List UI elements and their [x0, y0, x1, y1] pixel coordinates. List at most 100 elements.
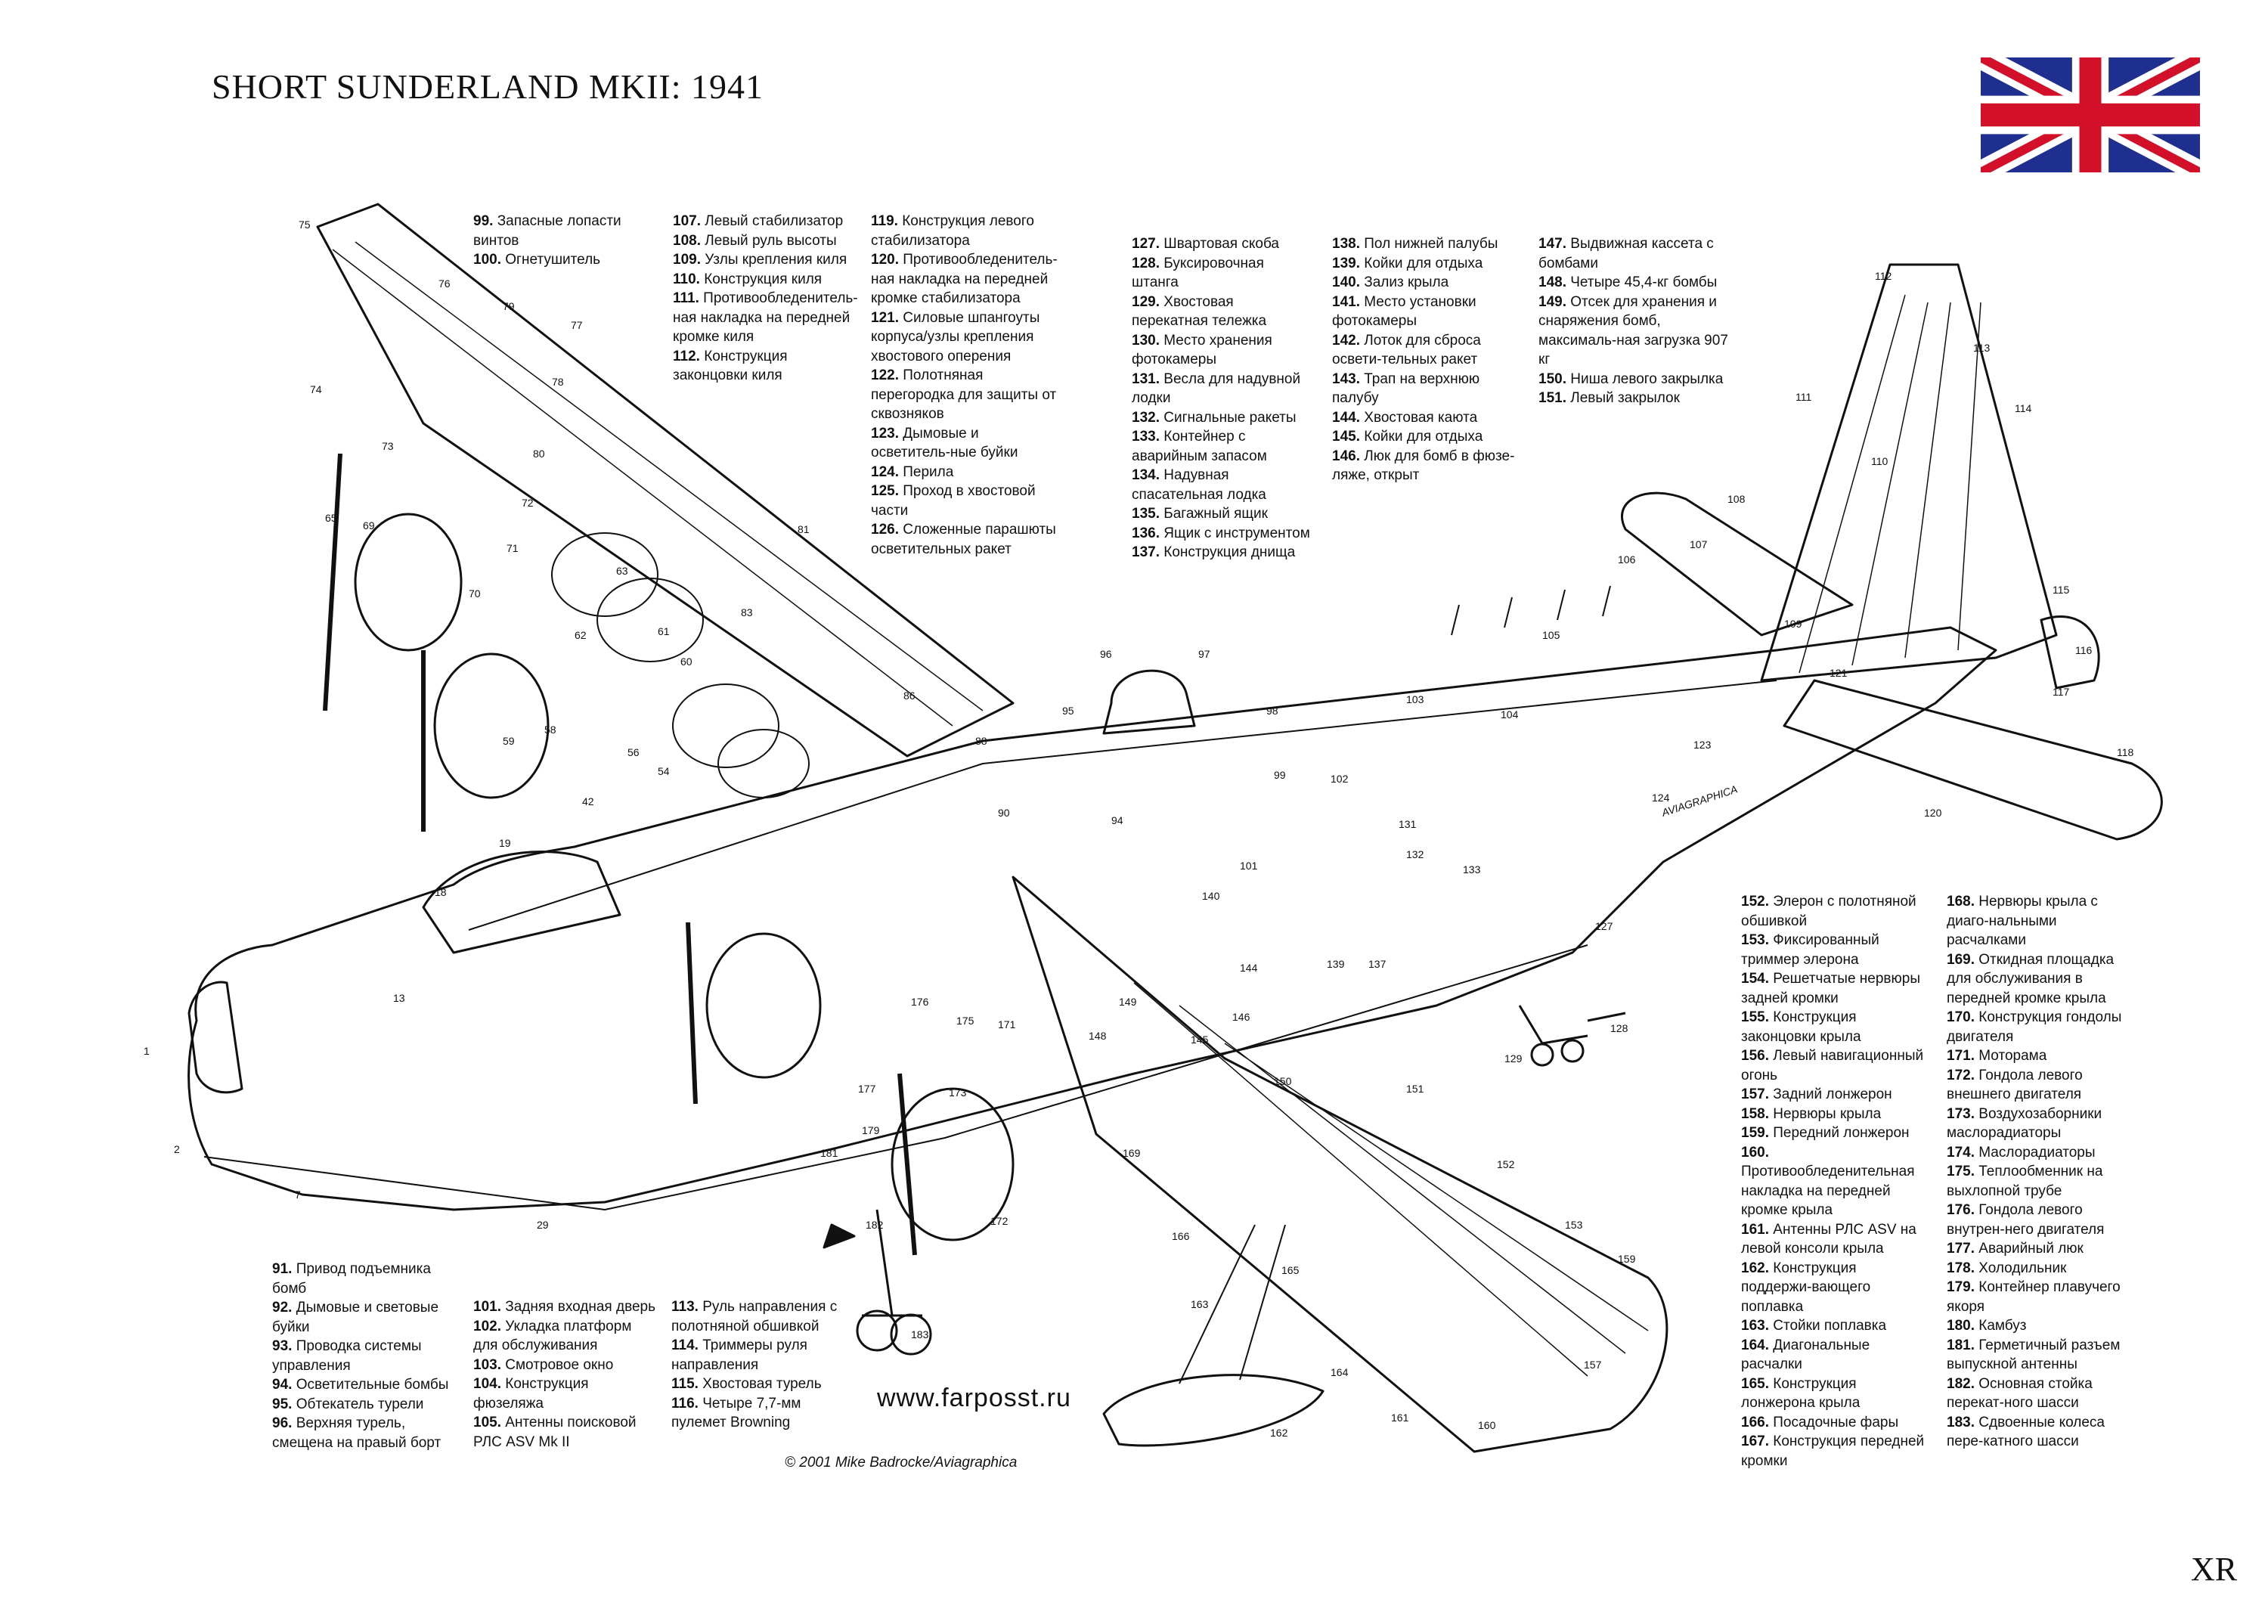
- legend-item-text: Левый закрылок: [1570, 390, 1680, 406]
- callout-number: 103: [1406, 693, 1424, 705]
- legend-item: 99. Запасные лопасти винтов: [473, 212, 655, 250]
- legend-item-number: 181.: [1947, 1337, 1979, 1353]
- callout-number: 116: [2075, 644, 2093, 656]
- callout-number: 94: [1111, 814, 1123, 826]
- callout-number: 58: [544, 724, 556, 736]
- callout-number: 166: [1172, 1230, 1190, 1242]
- legend-item-text: Выдвижная кассета с бомбами: [1538, 236, 1714, 271]
- legend-item: 133. Контейнер с аварийным запасом: [1132, 427, 1313, 466]
- callout-number: 148: [1089, 1030, 1107, 1042]
- legend-item: 136. Ящик с инструментом: [1132, 524, 1313, 544]
- legend-item: 132. Сигнальные ракеты: [1132, 408, 1313, 428]
- callout-number: 104: [1501, 708, 1519, 721]
- copyright-note: © 2001 Mike Badrocke/Aviagraphica: [785, 1455, 1018, 1471]
- engine-nacelle-1: [354, 513, 463, 652]
- legend-item: 170. Конструкция гондолы двигателя: [1947, 1008, 2139, 1046]
- legend-item: 135. Багажный ящик: [1132, 504, 1313, 524]
- legend-item: 122. Полотняная перегородка для защиты о…: [871, 366, 1060, 424]
- legend-item: 108. Левый руль высоты: [673, 231, 862, 251]
- legend-item: 134. Надувная спасательная лодка: [1132, 466, 1313, 504]
- callout-number: 1: [144, 1045, 150, 1057]
- legend-item-number: 120.: [871, 252, 903, 268]
- callout-number: 72: [522, 497, 534, 509]
- callout-number: 96: [1100, 648, 1112, 660]
- legend-item-number: 131.: [1132, 370, 1164, 387]
- legend-item-text: Ящик с инструментом: [1163, 525, 1310, 541]
- legend-item-text: Зализ крыла: [1364, 274, 1449, 290]
- legend-item-number: 138.: [1332, 236, 1365, 252]
- legend-item: 163. Стойки поплавка: [1741, 1316, 1930, 1336]
- callout-number: 98: [1266, 705, 1278, 717]
- legend-item-number: 154.: [1741, 971, 1774, 987]
- legend-item: 157. Задний лонжерон: [1741, 1085, 1930, 1105]
- legend-item-text: Верхняя турель, смещена на правый борт: [272, 1415, 442, 1451]
- legend-item-number: 183.: [1947, 1414, 1979, 1430]
- legend-item-text: Хвостовая турель: [702, 1376, 822, 1392]
- callout-number: 18: [435, 886, 447, 898]
- legend-item-text: Пол нижней палубы: [1364, 236, 1498, 252]
- cockpit-canopy: [422, 851, 621, 954]
- legend-item-text: Левый стабилизатор: [705, 213, 844, 229]
- legend-item-number: 177.: [1947, 1241, 1979, 1257]
- legend-item-number: 94.: [272, 1377, 296, 1393]
- legend-item-text: Диагональные расчалки: [1741, 1337, 1870, 1373]
- legend-item: 169. Откидная площадка для обслуживания …: [1947, 950, 2139, 1009]
- legend-item-number: 141.: [1332, 293, 1365, 310]
- callout-number: 70: [469, 587, 481, 600]
- callout-number: 149: [1119, 996, 1137, 1008]
- legend-item-text: Задний лонжерон: [1773, 1086, 1892, 1102]
- legend-item: 139. Койки для отдыха: [1332, 254, 1517, 274]
- callout-number: 101: [1240, 860, 1258, 872]
- legend-item: 101. Задняя входная дверь: [473, 1297, 658, 1317]
- legend-item-text: Место хранения фотокамеры: [1132, 332, 1272, 368]
- starboard-tailplane: [1620, 491, 1854, 637]
- legend-item-number: 110.: [673, 271, 705, 287]
- legend-item-text: Люк для бомб в фюзе-ляже, открыт: [1332, 448, 1515, 484]
- callout-number: 179: [862, 1124, 880, 1136]
- callout-number: 71: [507, 542, 519, 554]
- legend-item-text: Швартовая скоба: [1163, 236, 1279, 252]
- legend-item-text: Аварийный люк: [1978, 1241, 2084, 1257]
- legend-item-text: Контейнер с аварийным запасом: [1132, 429, 1267, 464]
- legend-item-text: Нервюры крыла с диаго-нальными расчалкам…: [1947, 894, 2098, 948]
- legend-item-number: 179.: [1947, 1279, 1979, 1295]
- fuselage-hull: [187, 626, 1997, 1211]
- legend-item: 145. Койки для отдыха: [1332, 427, 1517, 447]
- callout-number: 117: [2053, 686, 2070, 698]
- legend-item-text: Посадочные фары: [1773, 1414, 1899, 1430]
- legend-item-number: 119.: [871, 213, 903, 229]
- legend-item-text: Узлы крепления киля: [705, 252, 847, 268]
- legend-item: 181. Герметичный разъем выпускной антенн…: [1947, 1336, 2139, 1375]
- callout-number: 73: [382, 440, 394, 452]
- legend-item-text: Конструкция киля: [704, 271, 823, 287]
- tail-fin: [1760, 263, 2058, 682]
- callout-number: 114: [2015, 402, 2032, 414]
- legend-item-number: 148.: [1538, 274, 1571, 290]
- legend-item: 165. Конструкция лонжерона крыла: [1741, 1375, 1930, 1413]
- legend-item-number: 155.: [1741, 1009, 1774, 1025]
- legend-item-number: 162.: [1741, 1260, 1774, 1276]
- legend-item: 147. Выдвижная кассета с бомбами: [1538, 234, 1731, 273]
- legend-item-number: 174.: [1947, 1144, 1979, 1161]
- legend-item-text: Запасные лопасти винтов: [473, 213, 621, 249]
- page-title: SHORT SUNDERLAND MKII: 1941: [212, 67, 764, 106]
- legend-item-number: 104.: [473, 1376, 506, 1392]
- legend-item-number: 171.: [1947, 1048, 1979, 1064]
- legend-item-number: 173.: [1947, 1105, 1979, 1122]
- legend-item-number: 93.: [272, 1338, 296, 1354]
- legend-item: 148. Четыре 45,4-кг бомбы: [1538, 273, 1731, 293]
- legend-item-number: 175.: [1947, 1164, 1979, 1179]
- callout-number: 2: [174, 1143, 180, 1155]
- callout-number: 157: [1584, 1359, 1602, 1371]
- legend-item: 141. Место установки фотокамеры: [1332, 293, 1517, 331]
- legend-item-number: 159.: [1741, 1125, 1774, 1141]
- legend-item: 112. Конструкция законцовки киля: [673, 347, 862, 386]
- callout-number: 59: [503, 735, 515, 747]
- legend-item-number: 122.: [871, 367, 903, 383]
- legend-item-text: Нервюры крыла: [1773, 1105, 1882, 1122]
- tail-trolley: [1518, 1005, 1626, 1045]
- legend-item-text: Гондола левого внешнего двигателя: [1947, 1067, 2083, 1103]
- legend-item-text: Проход в хвостовой части: [871, 483, 1036, 519]
- callout-number: 110: [1871, 455, 1888, 467]
